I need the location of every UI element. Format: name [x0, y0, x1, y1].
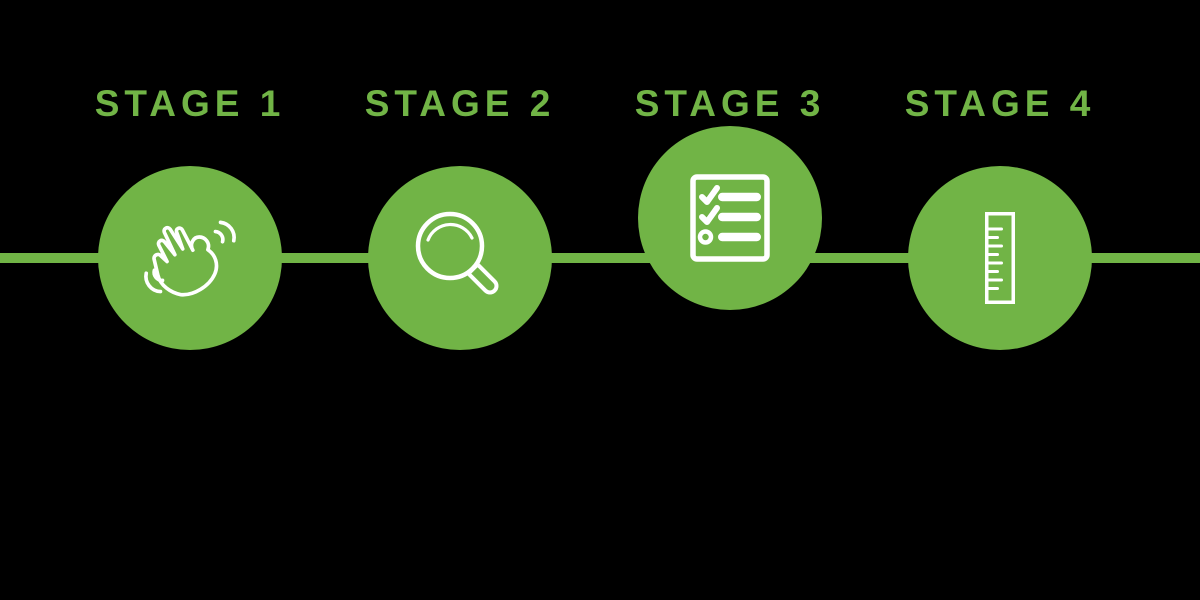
- stage-4-label: STAGE 4: [904, 83, 1096, 124]
- stage-1-label: STAGE 1: [94, 83, 286, 124]
- stage-4-circle: [908, 166, 1092, 350]
- checklist-icon: [690, 174, 770, 262]
- stage-1-group: STAGE 1: [70, 84, 310, 350]
- ruler-icon: [985, 212, 1015, 304]
- stage-1-circle: [98, 166, 282, 350]
- stage-2-group: STAGE 2: [340, 84, 580, 350]
- magnifying-glass-icon: [415, 211, 499, 295]
- stage-3-label-wrap: STAGE 3: [610, 84, 850, 124]
- stage-4-group: STAGE 4: [880, 84, 1120, 350]
- stage-3-circle: [638, 126, 822, 310]
- stage-2-label: STAGE 2: [364, 83, 556, 124]
- stage-3-label: STAGE 3: [634, 83, 826, 124]
- waving-hand-icon: [144, 220, 236, 297]
- timeline-connector-line: [0, 253, 1200, 263]
- stage-2-circle: [368, 166, 552, 350]
- stage-3-group: [610, 84, 850, 310]
